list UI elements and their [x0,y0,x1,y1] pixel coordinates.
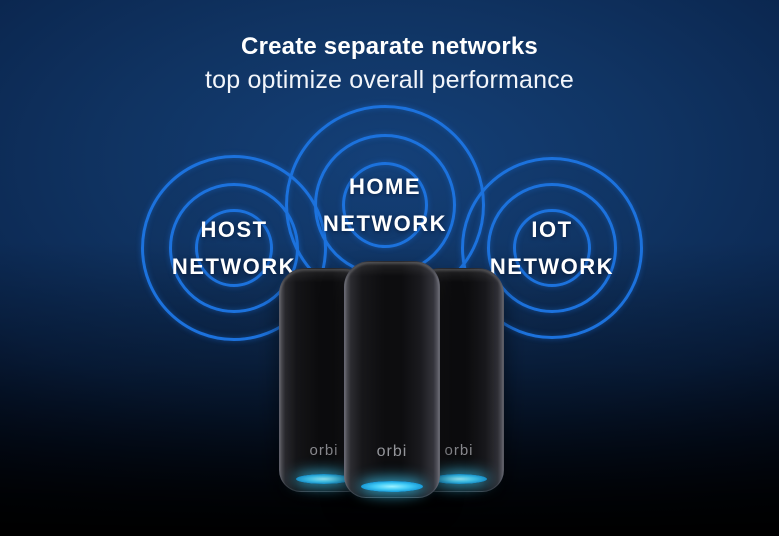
router-status-light [361,481,423,492]
signal-ring-outer-icon [461,157,643,339]
signal-ring-inner-icon [342,162,428,248]
orbi-logo: orbi [444,442,474,459]
banner-title: Create separate networks top optimize ov… [0,33,779,95]
router-floor-shadow [300,492,480,514]
orbi-logo: orbi [376,443,408,460]
home-network-label-line2: NETWORK [322,211,448,236]
iot-network-label-line2: NETWORK [489,254,615,279]
orbi-logo: orbi [309,442,339,459]
signal-ring-inner-icon [195,209,273,287]
host-network-label: HOST NETWORK [172,211,296,285]
iot-network-label-line1: IOT [531,217,573,242]
router-status-light [431,474,487,484]
router-status-light [296,474,352,484]
banner-title-line2: top optimize overall performance [204,66,575,94]
signal-ring-middle-icon [487,183,617,313]
banner-title-line1: Create separate networks [241,33,538,60]
host-network-label-line1: HOST [200,217,268,242]
router-center: orbi [344,261,440,498]
home-network-label-line1: HOME [349,174,421,199]
host-network-label-line2: NETWORK [171,254,297,279]
iot-network-label: IOT NETWORK [490,211,614,285]
home-network-label: HOME NETWORK [323,168,447,242]
signal-ring-inner-icon [513,209,591,287]
